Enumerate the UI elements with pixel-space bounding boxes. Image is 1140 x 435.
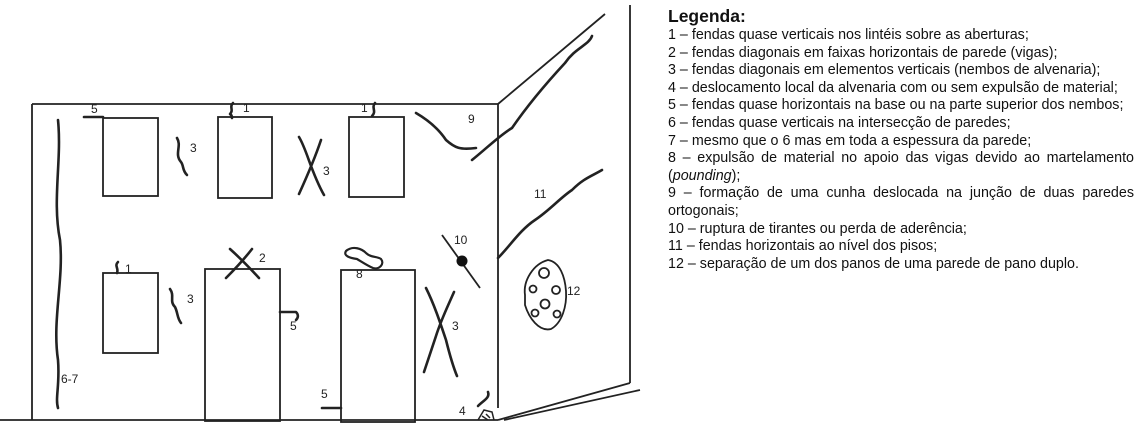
label-3-upper-left: 3 <box>190 141 197 155</box>
legend-item-5: 5 – fendas quase horizontais na base ou … <box>668 97 1124 114</box>
crack-2 <box>224 247 261 280</box>
label-5-door: 5 <box>290 319 297 333</box>
pounding-blob-8 <box>344 246 384 270</box>
door-right <box>340 269 416 423</box>
openings <box>102 116 416 423</box>
legend-item-12: 12 – separação de um dos panos de uma pa… <box>668 255 1079 272</box>
legend-item-2: 2 – fendas diagonais em faixas horizonta… <box>668 44 1058 61</box>
label-12: 12 <box>567 284 581 298</box>
legend-item-11: 11 – fendas horizontais ao nível dos pis… <box>668 238 938 255</box>
double-leaf-12 <box>523 259 567 331</box>
crack-3-lower-left <box>168 287 183 325</box>
legend: Legenda: 1 – fendas quase verticais nos … <box>668 6 1134 273</box>
door-center <box>204 268 281 422</box>
crack-3-upper-left <box>175 136 189 177</box>
label-1-bottom: 1 <box>125 262 132 276</box>
legend-item-1: 1 – fendas quase verticais nos lintéis s… <box>668 27 1029 43</box>
crack-1-top-right <box>370 101 377 118</box>
window-top-left <box>102 117 159 197</box>
crack-5-door <box>278 310 300 322</box>
wall-crack-diagram: 5 1 1 3 3 9 11 10 2 8 12 1 3 5 3 6-7 5 4 <box>0 5 641 423</box>
crack-9 <box>414 111 478 151</box>
label-5-top-left: 5 <box>91 102 98 116</box>
crack-3-x-top <box>297 135 326 197</box>
legend-item-10: 10 – ruptura de tirantes ou perda de ade… <box>668 220 967 237</box>
label-1-top-right: 1 <box>361 101 368 115</box>
crack-6-7 <box>55 118 63 410</box>
cracks <box>55 34 604 410</box>
legend-item-4: 4 – deslocamento local da alvenaria com … <box>668 79 1118 96</box>
window-top-right <box>348 116 405 198</box>
label-2: 2 <box>259 251 266 265</box>
legend-item-6: 6 – fendas quase verticais na intersecçã… <box>668 114 1011 131</box>
crack-11 <box>496 168 604 260</box>
window-top-center <box>217 116 273 199</box>
crack-3-x-bottom <box>422 286 459 378</box>
crack-1-bottom <box>115 260 120 275</box>
tie-rod-10 <box>441 234 481 289</box>
label-1-top: 1 <box>243 101 250 115</box>
label-11: 11 <box>534 187 547 201</box>
window-bottom-left <box>102 272 159 354</box>
label-3-lower-left: 3 <box>187 292 194 306</box>
crack-side-upper <box>470 34 594 162</box>
label-8: 8 <box>356 267 363 281</box>
legend-title: Legenda: <box>668 6 746 26</box>
label-6-7: 6-7 <box>61 372 79 386</box>
diagram-labels: 5 1 1 3 3 9 11 10 2 8 12 1 3 5 3 6-7 5 4 <box>61 101 581 418</box>
legend-item-7: 7 – mesmo que o 6 mas em toda a espessur… <box>668 132 1032 149</box>
label-9: 9 <box>468 112 475 126</box>
label-3-x-top: 3 <box>323 164 330 178</box>
legend-item-9: 9 – formação de uma cunha deslocada na j… <box>668 185 1134 219</box>
legend-item-8: 8 – expulsão de material no apoio das vi… <box>668 150 1134 184</box>
label-4: 4 <box>459 404 466 418</box>
label-3-x-bottom: 3 <box>452 319 459 333</box>
crack-4 <box>476 390 490 408</box>
crack-1-top <box>228 101 235 120</box>
label-5-bottom: 5 <box>321 387 328 401</box>
debris-4 <box>477 409 495 421</box>
legend-item-3: 3 – fendas diagonais em elementos vertic… <box>668 62 1101 79</box>
label-10: 10 <box>454 233 468 247</box>
side-wall <box>497 5 641 421</box>
